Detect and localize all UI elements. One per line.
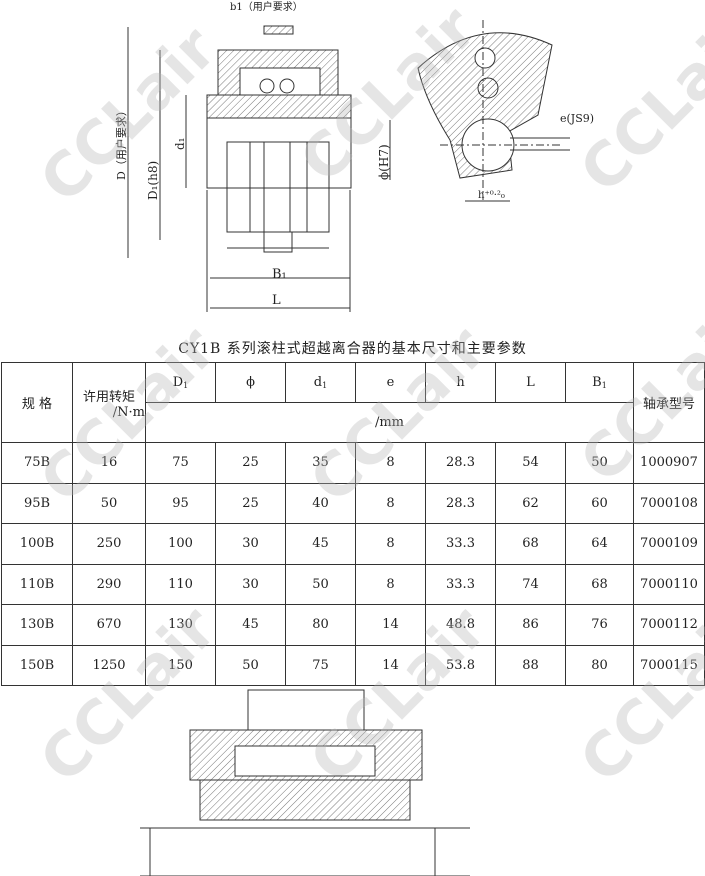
table-cell: 76	[565, 604, 634, 646]
table-cell: 50	[215, 644, 286, 686]
header-d1-outer: D1	[145, 362, 216, 403]
table-cell: 8	[355, 563, 426, 605]
table-cell: 1250	[72, 644, 146, 686]
table-cell: 86	[495, 604, 566, 646]
table-cell: 7000112	[633, 604, 705, 646]
phi-h7-label: ϕ(H7)	[377, 144, 391, 180]
d-dimension-label: D（用户要求）	[114, 105, 128, 180]
header-d1i-text: d	[313, 375, 323, 390]
table-cell: 40	[285, 482, 356, 524]
table-cell: 30	[215, 563, 286, 605]
table-cell: 75	[145, 442, 216, 484]
table-cell: 48.8	[425, 604, 496, 646]
header-h: h	[425, 362, 496, 403]
table-cell: 68	[495, 523, 566, 565]
table-cell: 88	[495, 644, 566, 686]
table-cell: 25	[215, 482, 286, 524]
table-cell: 7000110	[633, 563, 705, 605]
header-b1: B1	[565, 362, 634, 403]
table-cell: 130	[145, 604, 216, 646]
d1-h8-label: D₁(h8)	[146, 161, 160, 200]
table-cell: 8	[355, 523, 426, 565]
table-cell: 50	[565, 442, 634, 484]
table-cell: 95B	[1, 482, 73, 524]
table-cell: 35	[285, 442, 356, 484]
clutch-front-drawing: b1（用户要求） B₁ L D（用户要求） D₁(h8) d₁ ϕ(H7)	[114, 0, 391, 312]
table-cell: 54	[495, 442, 566, 484]
table-cell: 28.3	[425, 482, 496, 524]
table-cell: 45	[285, 523, 356, 565]
table-cell: 95	[145, 482, 216, 524]
header-torque: 许用转矩/N·m	[72, 362, 146, 443]
header-d1i-sub: 1	[322, 381, 328, 390]
table-cell: 100B	[1, 523, 73, 565]
torque-unit: /N·m	[112, 404, 145, 420]
header-mm-unit: /mm	[145, 402, 634, 443]
table-cell: 74	[495, 563, 566, 605]
table-cell: 14	[355, 604, 426, 646]
header-d1-inner: d1	[285, 362, 356, 403]
table-cell: 33.3	[425, 523, 496, 565]
table-cell: 7000108	[633, 482, 705, 524]
header-l: L	[495, 362, 566, 403]
table-cell: 130B	[1, 604, 73, 646]
header-bearing: 轴承型号	[633, 362, 705, 443]
table-cell: 150	[145, 644, 216, 686]
d1-label: d₁	[173, 138, 187, 151]
header-spec: 规 格	[1, 362, 73, 443]
table-cell: 150B	[1, 644, 73, 686]
b1-label: b1（用户要求）	[230, 0, 303, 13]
table-cell: 8	[355, 442, 426, 484]
table-cell: 80	[285, 604, 356, 646]
table-cell: 75	[285, 644, 356, 686]
table-cell: 62	[495, 482, 566, 524]
header-b1-text: B	[592, 375, 602, 390]
table-cell: 75B	[1, 442, 73, 484]
header-phi: ϕ	[215, 362, 286, 403]
installation-drawing	[140, 689, 470, 876]
header-e: e	[355, 362, 426, 403]
clutch-section-drawing: e(JS9) h⁺⁰·²₀	[417, 20, 594, 202]
table-cell: 30	[215, 523, 286, 565]
table-cell: 60	[565, 482, 634, 524]
table-cell: 100	[145, 523, 216, 565]
b1-dimension-label: B₁	[272, 267, 287, 282]
table-cell: 7000115	[633, 644, 705, 686]
header-d1-sub: 1	[183, 381, 189, 390]
table-cell: 250	[72, 523, 146, 565]
table-cell: 8	[355, 482, 426, 524]
table-cell: 50	[72, 482, 146, 524]
table-cell: 80	[565, 644, 634, 686]
table-cell: 14	[355, 644, 426, 686]
table-cell: 110	[145, 563, 216, 605]
spec-table: 规 格 许用转矩/N·m D1 ϕ d1 e h L B1 轴承型号 /mm 7…	[1, 362, 705, 686]
table-cell: 25	[215, 442, 286, 484]
table-cell: 7000109	[633, 523, 705, 565]
table-cell: 16	[72, 442, 146, 484]
table-cell: 50	[285, 563, 356, 605]
table-cell: 290	[72, 563, 146, 605]
table-cell: 670	[72, 604, 146, 646]
e-js9-label: e(JS9)	[560, 112, 594, 125]
h-label: h⁺⁰·²₀	[478, 190, 505, 201]
table-cell: 1000907	[633, 442, 705, 484]
header-b1-sub: 1	[601, 381, 607, 390]
l-dimension-label: L	[272, 293, 281, 308]
header-d1-text: D	[172, 375, 184, 390]
table-title: CY1B 系列滚柱式超越离合器的基本尺寸和主要参数	[178, 341, 527, 357]
torque-label: 许用转矩	[82, 389, 135, 405]
table-cell: 45	[215, 604, 286, 646]
table-cell: 110B	[1, 563, 73, 605]
table-cell: 33.3	[425, 563, 496, 605]
table-cell: 68	[565, 563, 634, 605]
table-cell: 64	[565, 523, 634, 565]
table-cell: 53.8	[425, 644, 496, 686]
table-cell: 28.3	[425, 442, 496, 484]
